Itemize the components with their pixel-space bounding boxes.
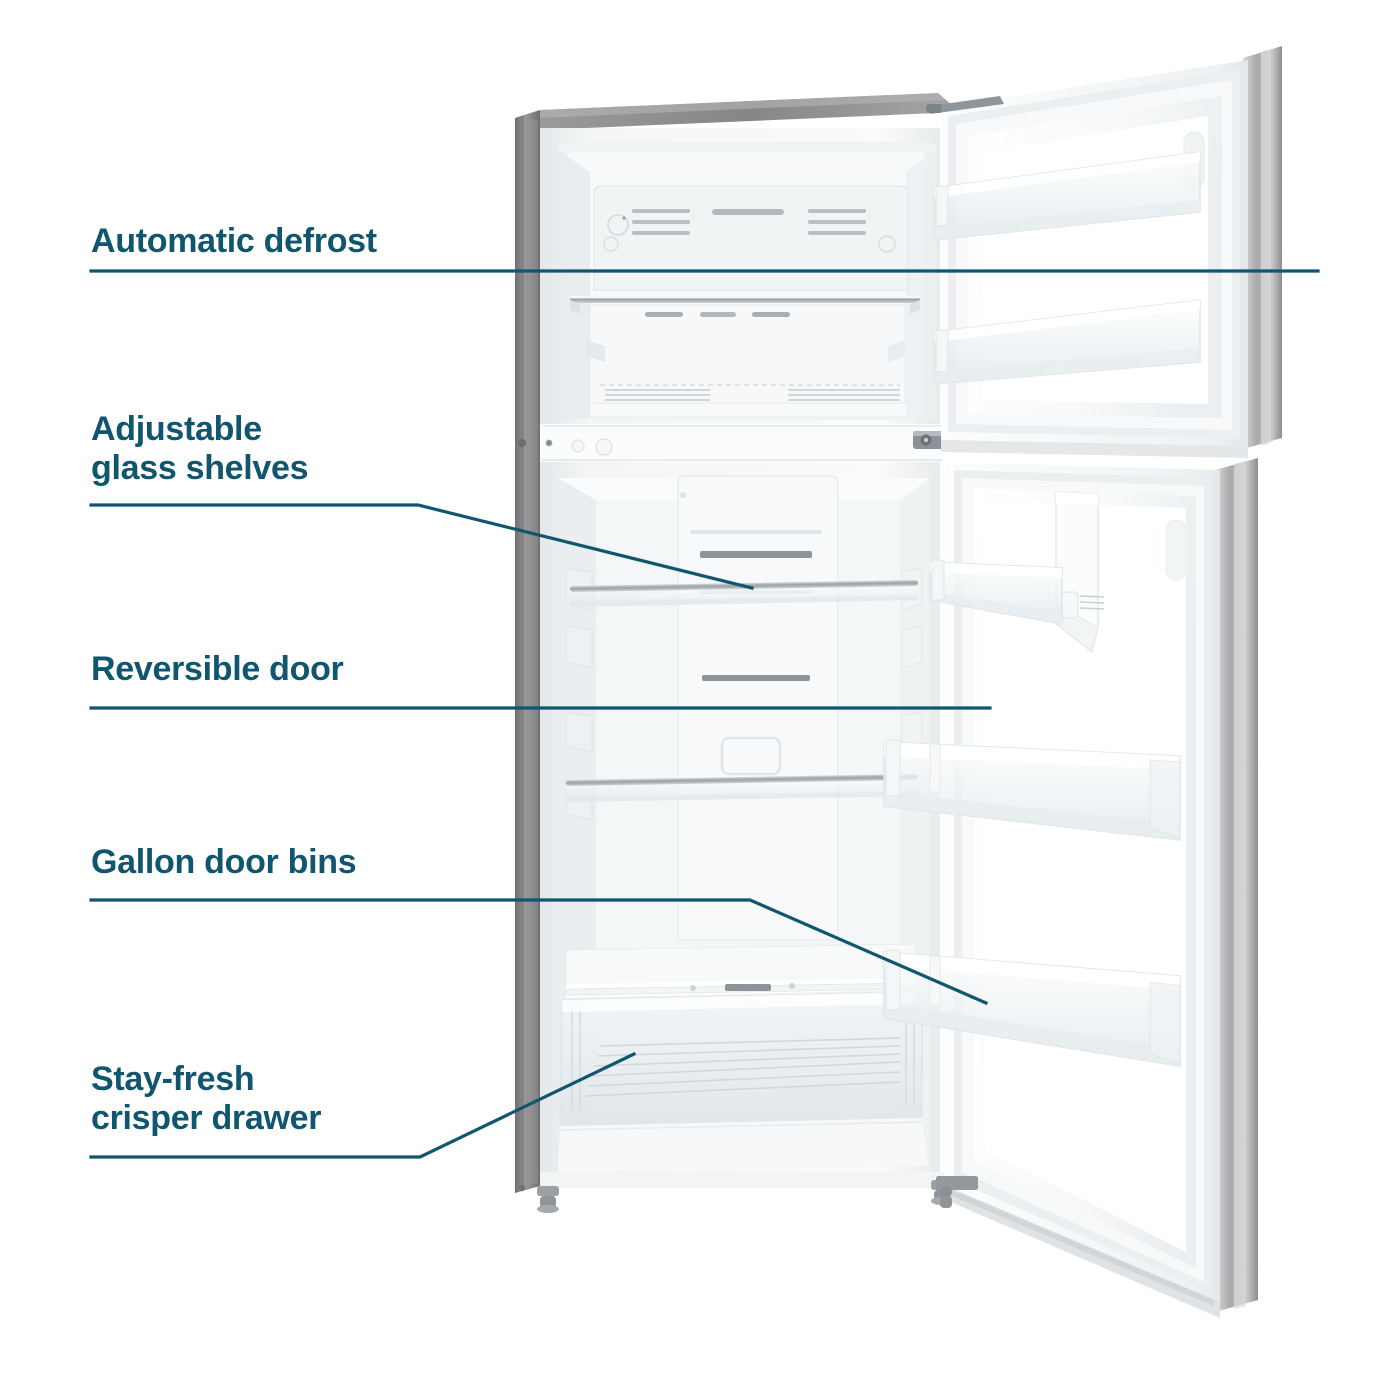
glass-shelf-middle [566, 773, 918, 802]
rear-air-duct [677, 475, 839, 941]
cabinet-left-edge [515, 110, 540, 1193]
glass-shelf-crisper-cover [565, 943, 917, 999]
gallon-door-bin-middle [883, 739, 1181, 841]
freezer-wire-shelf [570, 296, 920, 314]
compartment-divider [540, 424, 972, 466]
freezer-back-vent-panel [593, 185, 909, 291]
dairy-compartment [1055, 491, 1105, 654]
crisper-drawer [559, 991, 923, 1127]
callout-label-reversible-door: Reversible door [91, 650, 344, 688]
refrigerator-door [883, 458, 1258, 1318]
callout-line-2: crisper drawer [91, 1099, 322, 1138]
callout-label-gallon-door-bins: Gallon door bins [91, 843, 357, 881]
freezer-lower-grille [605, 389, 900, 401]
fresh-food-compartment [540, 462, 940, 1186]
gallon-door-bin-upper [929, 559, 1063, 625]
cabinet-base [537, 1172, 951, 1213]
freezer-door-bin-upper [933, 151, 1201, 241]
callout-line-1: Adjustable [91, 410, 262, 448]
freezer-lower-panel [589, 304, 906, 404]
callout-label-automatic-defrost: Automatic defrost [91, 222, 377, 260]
refrigerator-door-hinge [936, 1176, 978, 1208]
freezer-door-bin-lower [933, 299, 1201, 385]
callout-line-1: Stay-fresh [91, 1060, 255, 1098]
leveling-foot-left [537, 1186, 559, 1213]
freezer-compartment [540, 128, 940, 428]
callout-line-2: glass shelves [91, 449, 309, 488]
freezer-door [926, 46, 1282, 458]
freezer-door-hinge [926, 96, 1004, 114]
cabinet-top [540, 93, 960, 130]
